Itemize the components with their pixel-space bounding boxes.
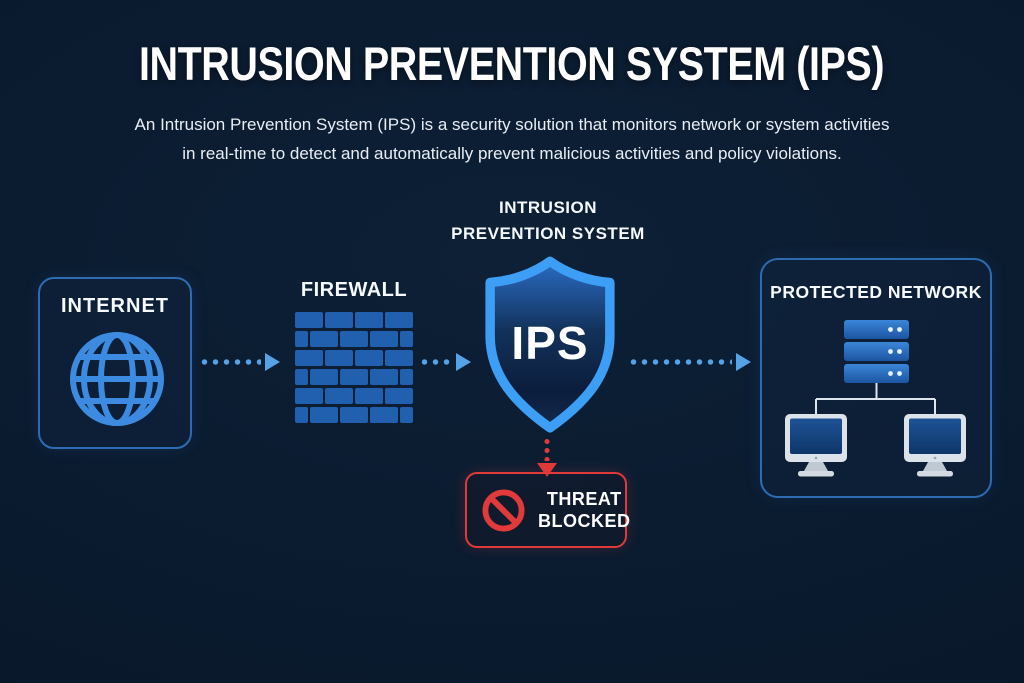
monitor-icon <box>785 414 847 477</box>
no-entry-icon <box>482 488 525 532</box>
dotted-line <box>419 359 452 365</box>
threat-label-line-1: THREAT <box>546 489 622 509</box>
internet-node: INTERNET <box>38 277 192 449</box>
subtitle-line-1: An Intrusion Prevention System (IPS) is … <box>134 115 890 134</box>
threat-label-line-2: BLOCKED <box>538 511 631 531</box>
threat-blocked-label: THREAT BLOCKED <box>538 488 631 532</box>
page-subtitle: An Intrusion Prevention System (IPS) is … <box>0 110 1024 168</box>
ips-title-line-2: PREVENTION SYSTEM <box>451 224 645 243</box>
flow-arrow-ips-to-protected-network <box>628 353 751 371</box>
shield-icon <box>485 256 615 433</box>
globe-icon <box>70 332 164 426</box>
monitor-icon <box>904 414 966 477</box>
flow-arrow-ips-to-threat-blocked <box>535 437 559 477</box>
protected-network-label: PROTECTED NETWORK <box>770 282 982 302</box>
server-icon <box>844 320 909 383</box>
subtitle-line-2: in real-time to detect and automatically… <box>182 144 842 163</box>
dotted-line <box>628 359 732 365</box>
ips-title: INTRUSION PREVENTION SYSTEM <box>438 195 658 247</box>
flow-arrow-firewall-to-ips <box>419 353 471 371</box>
internet-label: INTERNET <box>61 295 169 317</box>
arrowhead-right-icon <box>265 353 280 371</box>
firewall-label: FIREWALL <box>300 279 408 301</box>
arrowhead-right-icon <box>456 353 471 371</box>
dotted-line <box>544 437 550 461</box>
protected-network-node: PROTECTED NETWORK <box>760 258 992 498</box>
threat-blocked-node: THREAT BLOCKED <box>465 472 630 548</box>
arrowhead-right-icon <box>736 353 751 371</box>
brick-wall-icon <box>295 312 413 423</box>
dotted-line <box>199 359 261 365</box>
ips-title-line-1: INTRUSION <box>499 198 597 217</box>
page-title: INTRUSION PREVENTION SYSTEM (IPS) <box>139 37 885 90</box>
network-topology-graphic <box>785 320 966 477</box>
ips-badge: IPS <box>511 317 589 369</box>
flow-arrow-internet-to-firewall <box>199 353 280 371</box>
